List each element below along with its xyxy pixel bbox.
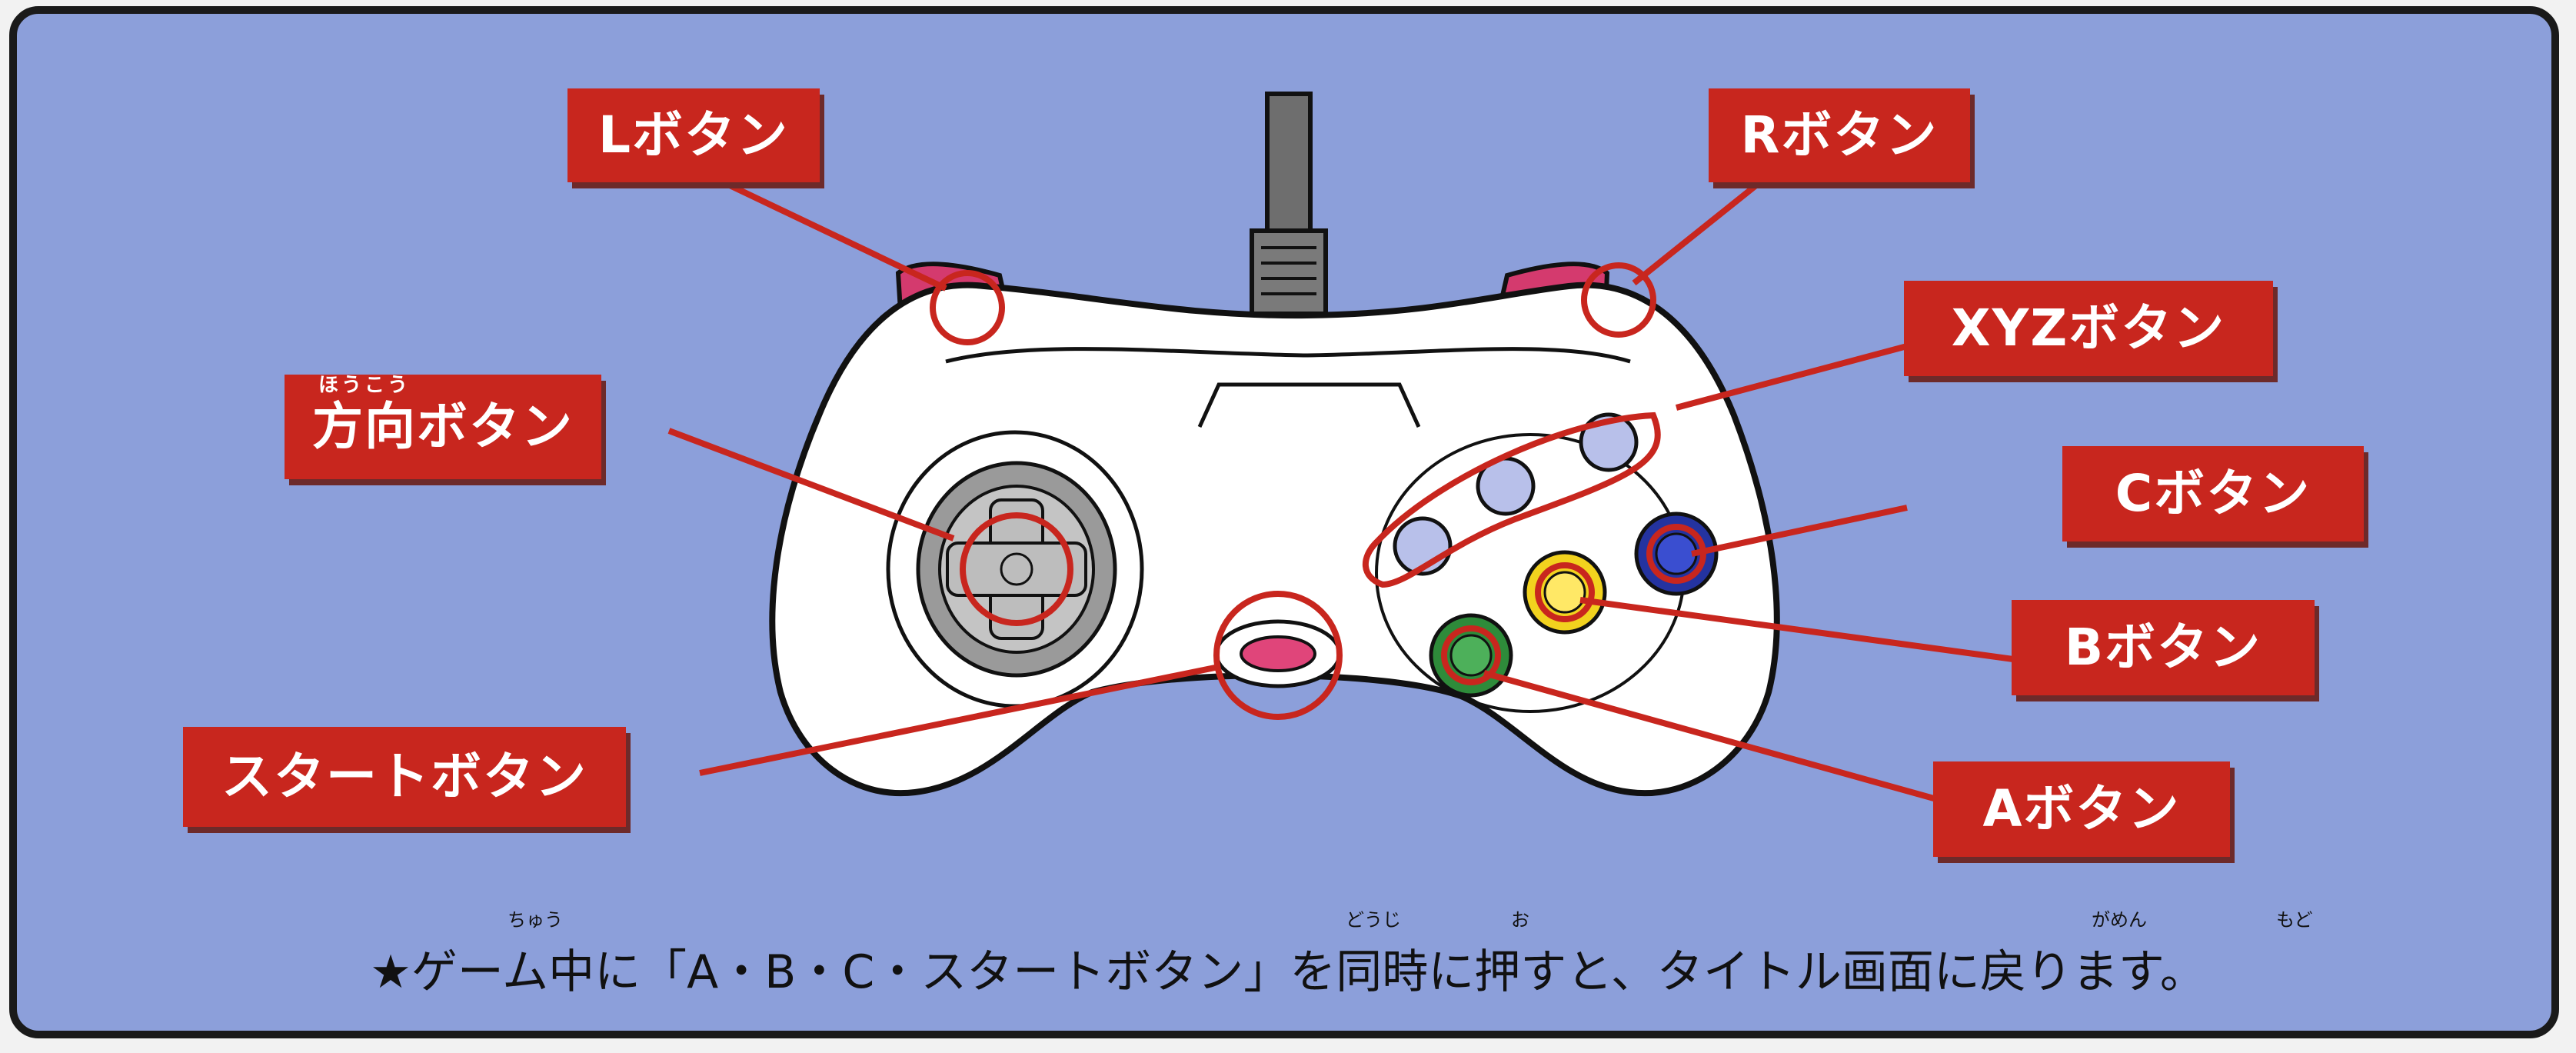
label-a-button: Aボタン [1933, 761, 2230, 857]
label-b-button-text: Bボタン [2064, 618, 2262, 677]
label-l-button-text: Lボタン [597, 105, 790, 165]
label-xyz-button: XYZボタン [1904, 281, 2273, 376]
note-ruby-o: お [1511, 909, 1529, 931]
reset-instruction-note: ★ゲーム中に「A・B・C・スタートボタン」を同時に押すと、タイトル画面に戻ります… [370, 945, 2206, 999]
center-panel [1197, 382, 1421, 428]
label-xyz-button-text: XYZボタン [1951, 298, 2226, 358]
leader-lines [667, 166, 2031, 807]
body-contour [945, 347, 1631, 364]
label-l-button: Lボタン [567, 88, 820, 182]
note-ruby-douji: どうじ [1346, 909, 1401, 931]
label-a-button-text: Aボタン [1982, 779, 2181, 838]
label-c-button-text: Cボタン [2115, 464, 2311, 523]
direction-pad [886, 430, 1144, 708]
label-start-button-text: スタートボタン [221, 747, 587, 806]
z-button [1579, 412, 1639, 472]
controller-cable [1250, 92, 1328, 316]
direction-button-text-wrap: ほうこう 方向ボタン [312, 375, 574, 452]
label-direction-button: ほうこう 方向ボタン [285, 375, 601, 479]
note-ruby-chuu: ちゅう [508, 909, 563, 931]
start-button [1214, 619, 1342, 688]
label-c-button: Cボタン [2062, 446, 2364, 541]
highlight-circles [930, 262, 1706, 720]
label-r-button: Rボタン [1709, 88, 1970, 182]
label-b-button: Bボタン [2012, 600, 2315, 695]
label-direction-button-text: 方向ボタン [312, 397, 574, 456]
note-ruby-modo: もど [2276, 909, 2313, 931]
label-start-button: スタートボタン [183, 727, 626, 827]
label-r-button-text: Rボタン [1740, 105, 1939, 165]
direction-button-ruby: ほうこう [318, 374, 411, 397]
note-ruby-gamen: がめん [2092, 909, 2147, 931]
